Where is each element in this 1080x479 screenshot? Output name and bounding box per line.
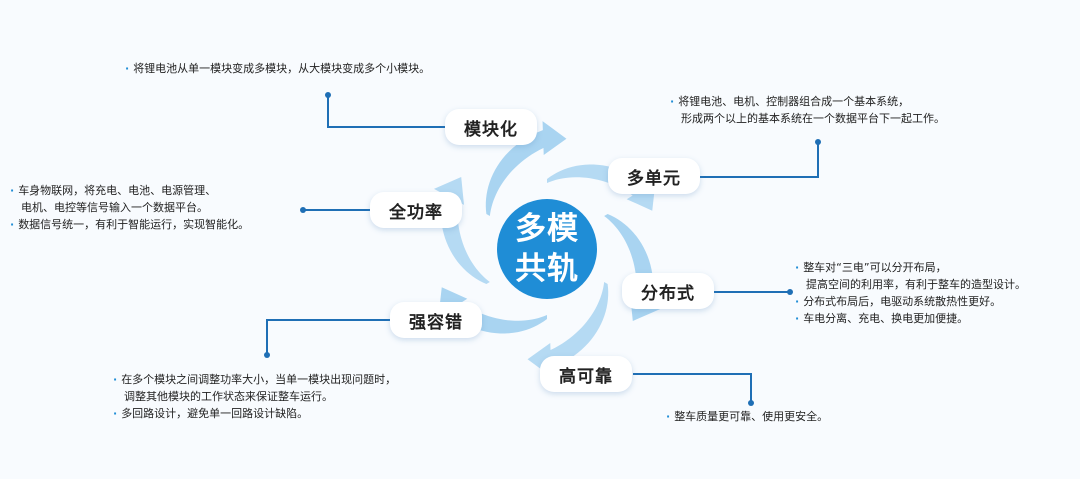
node-reliability: 高可靠 [540, 356, 632, 392]
connector-reliability [633, 373, 752, 403]
center-circle: 多模 共轨 [497, 199, 597, 299]
swirl-arrow-4 [527, 282, 609, 377]
desc-reliability-line: ·整车质量更可靠、使用更安全。 [666, 410, 829, 423]
bullet-icon: · [113, 373, 118, 386]
desc-fault-tolerance-line: 调整其他模块的工作状态来保证整车运行。 [124, 390, 333, 403]
node-distributed: 分布式 [622, 273, 714, 309]
node-distributed-label: 分布式 [641, 283, 695, 304]
desc-reliability: ·整车质量更可靠、使用更安全。 [666, 408, 828, 425]
center-title-line1: 多模 [515, 211, 579, 247]
connector-modular [327, 95, 445, 128]
desc-multi-unit-line: 形成两个以上的基本系统在一个数据平台下一起工作。 [681, 112, 945, 125]
desc-modular-line: ·将锂电池从单一模块变成多模块，从大模块变成多个小模块。 [125, 62, 431, 75]
bullet-icon: · [10, 218, 15, 231]
bullet-icon: · [125, 62, 130, 75]
desc-distributed-line: ·整车对“三电”可以分开布局， [795, 261, 947, 274]
bullet-icon: · [795, 312, 800, 325]
node-reliability-label: 高可靠 [559, 366, 613, 387]
bullet-icon: · [113, 407, 118, 420]
node-multi-unit-label: 多单元 [627, 168, 681, 189]
bullet-icon: · [795, 295, 800, 308]
center-title-line2: 共轨 [515, 251, 579, 287]
bullet-icon: · [670, 95, 675, 108]
desc-distributed: ·整车对“三电”可以分开布局， 提高空间的利用率，有利于整车的造型设计。 ·分布… [795, 259, 1026, 327]
desc-full-power-line: 电机、电控等信号输入一个数据平台。 [21, 201, 208, 214]
bullet-icon: · [795, 261, 800, 274]
swirl-arrow-1 [485, 121, 567, 216]
desc-distributed-line: ·车电分离、充电、换电更加便捷。 [795, 312, 969, 325]
desc-full-power-line: ·车身物联网，将充电、电池、电源管理、 [10, 184, 217, 197]
node-fault-tolerance-label: 强容错 [409, 312, 463, 333]
node-modular: 模块化 [445, 109, 537, 145]
desc-fault-tolerance: ·在多个模块之间调整功率大小，当单一模块出现问题时， 调整其他模块的工作状态来保… [113, 371, 396, 422]
desc-fault-tolerance-line: ·多回路设计，避免单一回路设计缺陷。 [113, 407, 309, 420]
desc-full-power: ·车身物联网，将充电、电池、电源管理、 电机、电控等信号输入一个数据平台。 ·数… [10, 182, 249, 233]
desc-distributed-line: 提高空间的利用率，有利于整车的造型设计。 [806, 278, 1026, 291]
node-modular-label: 模块化 [464, 119, 518, 140]
desc-full-power-line: ·数据信号统一，有利于智能运行，实现智能化。 [10, 218, 250, 231]
desc-distributed-line: ·分布式布局后，电驱动系统散热性更好。 [795, 295, 1002, 308]
bullet-icon: · [10, 184, 15, 197]
desc-multi-unit: ·将锂电池、电机、控制器组合成一个基本系统， 形成两个以上的基本系统在一个数据平… [670, 93, 945, 127]
desc-modular: ·将锂电池从单一模块变成多模块，从大模块变成多个小模块。 [125, 60, 430, 77]
desc-multi-unit-line: ·将锂电池、电机、控制器组合成一个基本系统， [670, 95, 910, 108]
bullet-icon: · [666, 410, 671, 423]
connector-fault-tolerance [266, 319, 390, 355]
desc-fault-tolerance-line: ·在多个模块之间调整功率大小，当单一模块出现问题时， [113, 373, 397, 386]
node-full-power: 全功率 [370, 192, 462, 228]
connector-multi-unit [700, 142, 819, 178]
connector-lines [266, 95, 819, 403]
node-full-power-label: 全功率 [389, 202, 443, 223]
connector-dots [264, 92, 821, 406]
node-multi-unit: 多单元 [608, 158, 700, 194]
node-fault-tolerance: 强容错 [390, 302, 482, 338]
